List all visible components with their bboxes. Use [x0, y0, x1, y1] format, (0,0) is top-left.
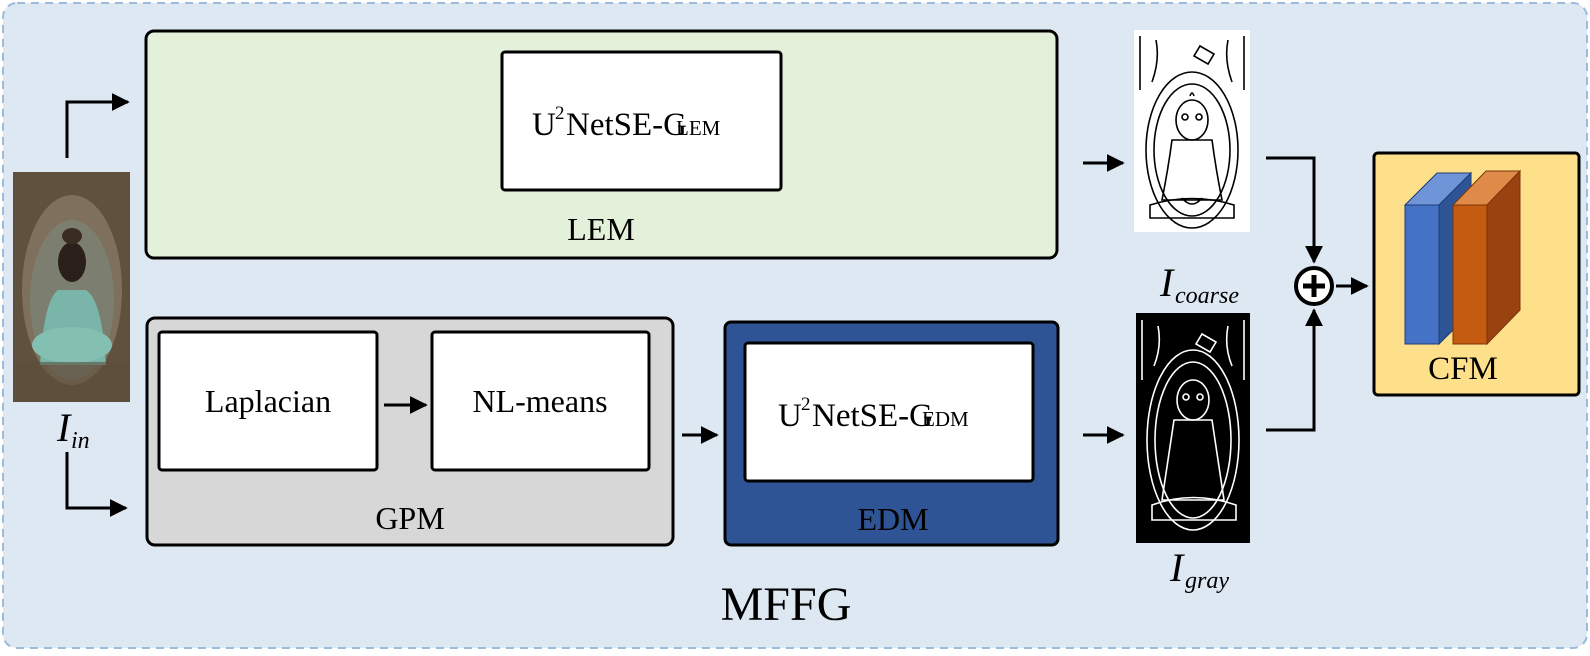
gray-to-fusion-arrow: [1266, 308, 1323, 432]
lem-label: LEM: [567, 211, 635, 247]
cfm-label: CFM: [1428, 351, 1498, 387]
svg-text:in: in: [71, 428, 90, 454]
svg-text:NetSE-G: NetSE-G: [566, 107, 687, 143]
fusion-circle-plus-icon: [1294, 266, 1334, 306]
svg-text:NetSE-G: NetSE-G: [812, 398, 933, 434]
gray-image: [1136, 313, 1250, 543]
nl-means-label: NL-means: [472, 383, 607, 419]
coarse-label: I coarse: [1159, 260, 1239, 309]
lem-network-label: U 2 NetSE-G LEM: [532, 103, 721, 143]
svg-text:EDM: EDM: [922, 407, 969, 431]
input-image: [13, 172, 130, 402]
gray-label: I gray: [1169, 545, 1229, 594]
nl-means-box: [430, 330, 651, 472]
svg-text:LEM: LEM: [676, 116, 721, 140]
svg-text:I: I: [1159, 260, 1175, 305]
svg-text:U: U: [532, 107, 556, 143]
gpm-label: GPM: [375, 500, 444, 536]
input-arrow-down: [65, 452, 128, 517]
laplacian-label: Laplacian: [205, 383, 331, 419]
coarse-image: [1134, 30, 1250, 232]
svg-text:coarse: coarse: [1175, 283, 1239, 309]
svg-text:I: I: [56, 405, 72, 450]
edm-label: EDM: [857, 501, 928, 537]
coarse-to-fusion-arrow: [1266, 156, 1323, 264]
svg-text:I: I: [1169, 545, 1185, 590]
svg-text:2: 2: [555, 103, 565, 124]
svg-text:gray: gray: [1185, 568, 1229, 594]
mffg-title: MFFG: [721, 578, 852, 631]
svg-text:U: U: [778, 398, 802, 434]
lem-network-box: [500, 50, 783, 192]
cfm-orange-feature-block-icon: [1451, 169, 1522, 346]
input-arrow-up: [65, 93, 130, 158]
input-label: I in: [56, 405, 90, 454]
laplacian-box: [157, 330, 379, 472]
svg-text:2: 2: [801, 394, 811, 415]
edm-network-box: [743, 341, 1035, 483]
edm-network-label: U 2 NetSE-G EDM: [778, 394, 969, 434]
